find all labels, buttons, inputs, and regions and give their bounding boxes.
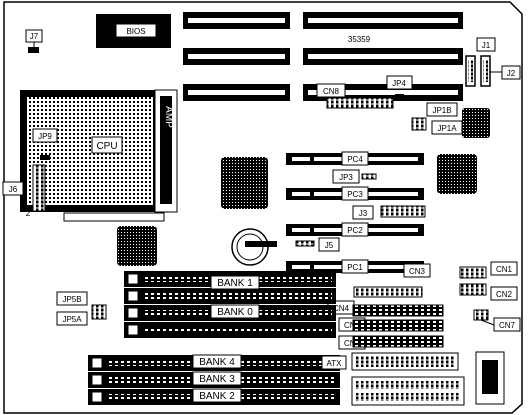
- cn3-box: [403, 263, 431, 278]
- jp1b-box: [426, 102, 458, 117]
- cn5-connector: [352, 319, 444, 332]
- j5-pins: [295, 240, 315, 247]
- cn7-label: CN7: [499, 321, 516, 330]
- cpu-label-box: [91, 136, 123, 154]
- bank3-label: BANK 3: [199, 374, 235, 385]
- cpu-label: CPU: [96, 141, 117, 152]
- chip-right: [437, 154, 477, 194]
- atx-label: ATX: [327, 359, 343, 368]
- j3-connector: [380, 205, 426, 218]
- j5-box: [318, 237, 340, 252]
- cn8-connector: [326, 97, 394, 109]
- bank0-label: BANK 0: [217, 307, 253, 318]
- pc3-label: PC3: [347, 190, 363, 199]
- jp4-pins: [395, 94, 404, 100]
- pc1-label: PC1: [347, 263, 363, 272]
- cn3-label: CN3: [409, 267, 426, 276]
- j3-label: J3: [359, 209, 368, 218]
- j3-box: [352, 205, 374, 220]
- jp5a-label: JP5A: [62, 315, 82, 324]
- jp3-pins: [361, 173, 377, 180]
- bank4-box: [192, 354, 242, 369]
- j7-pins: [28, 47, 39, 53]
- chip-left: [117, 226, 157, 266]
- bank1-label: BANK 1: [217, 278, 253, 289]
- pc4-label: PC4: [347, 155, 363, 164]
- cn8-label: CN8: [323, 87, 340, 96]
- bank2-box: [192, 388, 242, 403]
- jp1-pins: [411, 117, 427, 131]
- cn2-box: [490, 286, 518, 301]
- cn2-connector: [459, 283, 487, 296]
- jp5b-label: JP5B: [62, 295, 81, 304]
- jp3-box: [332, 169, 360, 184]
- jp1a-label: JP1A: [437, 124, 457, 133]
- cn7-connector: [473, 309, 489, 321]
- jp3-label: JP3: [339, 173, 353, 182]
- pc1-box: [341, 259, 369, 274]
- j6-pin-marker: 2: [26, 209, 31, 218]
- jp1b-label: JP1B: [432, 106, 451, 115]
- j1-box: [476, 37, 496, 52]
- cn1-box: [490, 261, 518, 276]
- atx-connector: [351, 352, 459, 371]
- chip-topright: [462, 108, 490, 138]
- j6-box: [2, 181, 24, 196]
- jp9-label: JP9: [38, 132, 52, 141]
- cn2-label: CN2: [496, 290, 513, 299]
- cn1-label: CN1: [496, 265, 513, 274]
- amp-label: AMP: [163, 106, 174, 128]
- cn8-box: [316, 83, 346, 98]
- cn4-label: CN4: [333, 304, 350, 313]
- pc2-label: PC2: [347, 226, 363, 235]
- isa-slots: [183, 12, 463, 101]
- io-connector: [351, 351, 505, 406]
- j7-label: J7: [30, 32, 39, 41]
- pc3-box: [341, 186, 369, 201]
- cn6-label: CN6: [344, 339, 361, 348]
- j5-label: J5: [325, 241, 334, 250]
- cn5-label: CN5: [344, 321, 361, 330]
- bank1-box: [210, 275, 260, 290]
- bank2-label: BANK 2: [199, 391, 235, 402]
- bank4-label: BANK 4: [199, 357, 235, 368]
- cn3-connector: [353, 286, 423, 298]
- pc2-box: [341, 222, 369, 237]
- jp5a-box: [56, 311, 88, 326]
- bank3-box: [192, 371, 242, 386]
- j2-label: J2: [507, 69, 516, 78]
- cn6-connector: [352, 335, 444, 348]
- bios-label-box: [115, 23, 157, 38]
- bank0-box: [210, 304, 260, 319]
- j1-label: J1: [482, 41, 491, 50]
- jp5-pins: [91, 304, 107, 320]
- jp4-box: [386, 75, 413, 90]
- jp9-box: [32, 128, 58, 143]
- board-number: 35359: [348, 35, 371, 44]
- j6-label: J6: [9, 185, 18, 194]
- j6-connector: [32, 164, 46, 212]
- atx-box: [321, 355, 347, 370]
- chip-center: [221, 157, 268, 209]
- jp9-pins: [40, 155, 50, 160]
- cn4-connector: [352, 304, 444, 317]
- bios-label: BIOS: [126, 27, 145, 36]
- jp4-label: JP4: [392, 79, 406, 88]
- cn1-connector: [459, 266, 487, 279]
- jp5b-box: [56, 291, 88, 306]
- pc4-box: [341, 151, 369, 166]
